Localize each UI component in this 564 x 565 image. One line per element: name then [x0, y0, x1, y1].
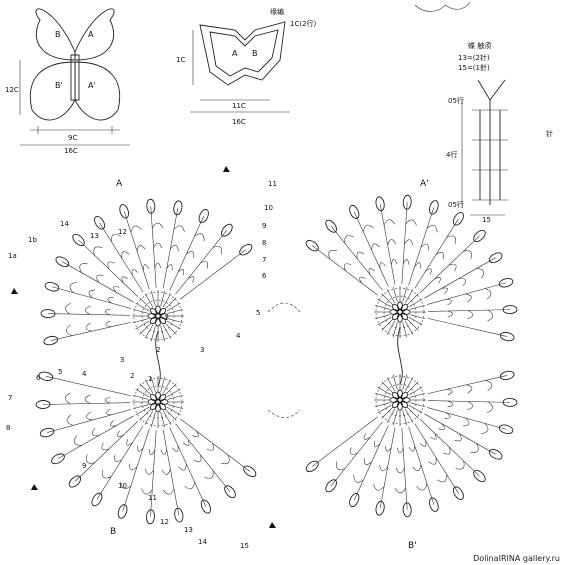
- motif-center: [374, 286, 426, 338]
- antenna-chart: [414, 1, 508, 216]
- row-number: 4: [82, 370, 87, 378]
- row-number: 10: [264, 204, 273, 212]
- antenna-side-text: 针: [546, 129, 553, 138]
- row-number: 3: [200, 346, 204, 354]
- butterfly-schematic-a: [19, 8, 130, 146]
- outline-wing-b: B: [252, 49, 258, 58]
- row-number: 3: [120, 356, 124, 364]
- caption-b-prime: B': [408, 541, 417, 551]
- row-label-4: 4行: [446, 150, 457, 159]
- butterfly-outline: [190, 21, 290, 113]
- row-label-05b: 05行: [448, 200, 464, 209]
- caption-a: A: [116, 179, 123, 189]
- row-number: 6: [36, 374, 41, 382]
- row-number: 13: [184, 526, 193, 534]
- side-label: 1C: [176, 56, 185, 64]
- row-number: 9: [262, 222, 266, 230]
- antenna-note-1: 13=(2针): [458, 53, 490, 62]
- antenna-title: 蝶 触须: [468, 41, 491, 50]
- wing-fan: [305, 370, 518, 518]
- wing-fan: [40, 198, 253, 346]
- motif-center: [132, 376, 184, 428]
- row-number: 8: [262, 239, 266, 247]
- row-numbers: 11 10 9 8 7 6 5 4 3 2 1 1b 1a 14 13 12 1…: [6, 180, 277, 550]
- caption-b: B: [110, 527, 116, 537]
- wing-label-b: B: [55, 30, 61, 39]
- row-number: 6: [262, 272, 267, 280]
- wing-label-a: A: [88, 30, 94, 39]
- start-marker: [31, 484, 38, 490]
- outer-width-label: 16C: [232, 118, 246, 126]
- row-label-05: 05行: [448, 96, 464, 105]
- row-number: 1: [148, 375, 152, 383]
- row-number: 12: [160, 518, 169, 526]
- start-marker: [269, 522, 276, 528]
- row-number: 2: [130, 372, 134, 380]
- height-label: 12C: [5, 86, 19, 94]
- caption-a-prime: A': [420, 179, 429, 189]
- row-number: 10: [118, 482, 127, 490]
- row-number: 1a: [8, 252, 17, 260]
- row-number: 9: [82, 462, 86, 470]
- wing-fan: [35, 371, 257, 525]
- row-number: 11: [148, 494, 157, 502]
- row-number: 13: [90, 232, 99, 240]
- row-number: 15: [240, 542, 249, 550]
- edge-label: 缘编: [270, 7, 284, 16]
- wing-fan: [305, 194, 518, 342]
- row-number: 8: [6, 424, 10, 432]
- total-width-label: 16C: [64, 147, 78, 155]
- start-marker: [11, 288, 18, 294]
- row-number: 4: [236, 332, 241, 340]
- wing-label-b-prime: B': [55, 81, 63, 90]
- antenna-note-2: 15=(1針): [458, 63, 490, 72]
- edge-rows-label: 1C(2行): [290, 19, 317, 28]
- watermark: DolinaIRINA gallery.ru: [473, 554, 560, 563]
- antenna-width: 15: [482, 216, 491, 224]
- row-number: 1: [164, 314, 168, 322]
- row-number: 2: [156, 346, 160, 354]
- wing-label-a-prime: A': [88, 81, 96, 90]
- start-marker: [223, 166, 230, 172]
- row-number: 12: [118, 228, 127, 236]
- row-number: 7: [8, 394, 12, 402]
- row-number: 14: [198, 538, 207, 546]
- row-number: 5: [256, 309, 260, 317]
- row-number: 14: [60, 220, 69, 228]
- inner-width-label: 11C: [232, 102, 246, 110]
- row-number: 7: [262, 256, 266, 264]
- crochet-motifs: [11, 166, 518, 528]
- motif-body: [155, 302, 403, 418]
- row-number: 1b: [28, 236, 37, 244]
- motif-center: [132, 290, 184, 342]
- outline-wing-a: A: [232, 49, 238, 58]
- body-width-label: 9C: [68, 134, 77, 142]
- row-number: 5: [58, 368, 62, 376]
- motif-center: [374, 374, 426, 426]
- row-number: 11: [268, 180, 277, 188]
